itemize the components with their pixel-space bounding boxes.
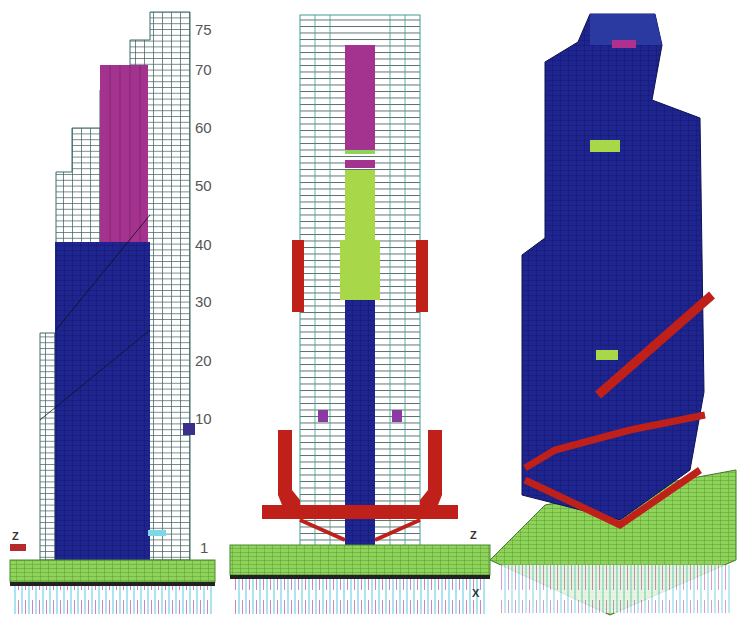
floor-number: 30 — [195, 294, 212, 309]
floor-number: 75 — [195, 22, 212, 37]
floor-number: 60 — [195, 120, 212, 135]
floor-number: 40 — [195, 237, 212, 252]
axis-label: Z — [470, 530, 477, 541]
floor-number: 50 — [195, 178, 212, 193]
axis-label: X — [472, 588, 479, 599]
floor-number: 10 — [195, 411, 212, 426]
axis-label: Z — [12, 531, 19, 542]
floor-number: 20 — [195, 353, 212, 368]
floor-number: 1 — [200, 540, 208, 555]
floor-number: 70 — [195, 62, 212, 77]
